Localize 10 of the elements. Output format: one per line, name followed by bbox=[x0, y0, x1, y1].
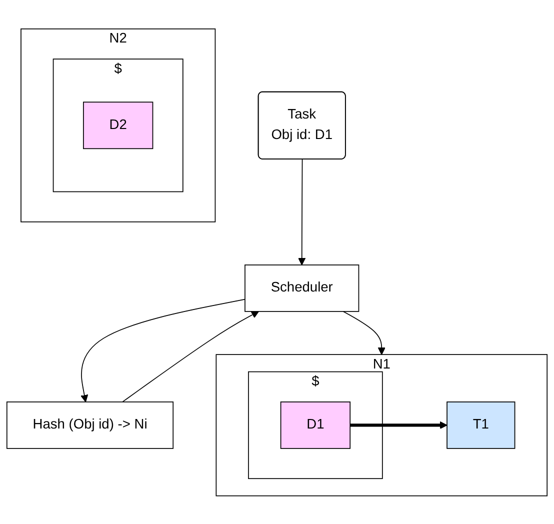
node-box: Hash (Obj id) -> Ni bbox=[6, 401, 174, 449]
node-box: D2 bbox=[83, 101, 154, 149]
arrow bbox=[342, 310, 386, 355]
arrow bbox=[122, 310, 259, 402]
node-box: D1 bbox=[280, 401, 351, 449]
node-box: Scheduler bbox=[244, 264, 360, 312]
arrow bbox=[350, 421, 448, 429]
node-box: T1 bbox=[446, 401, 516, 449]
arrow bbox=[80, 298, 246, 402]
arrow bbox=[298, 158, 306, 265]
